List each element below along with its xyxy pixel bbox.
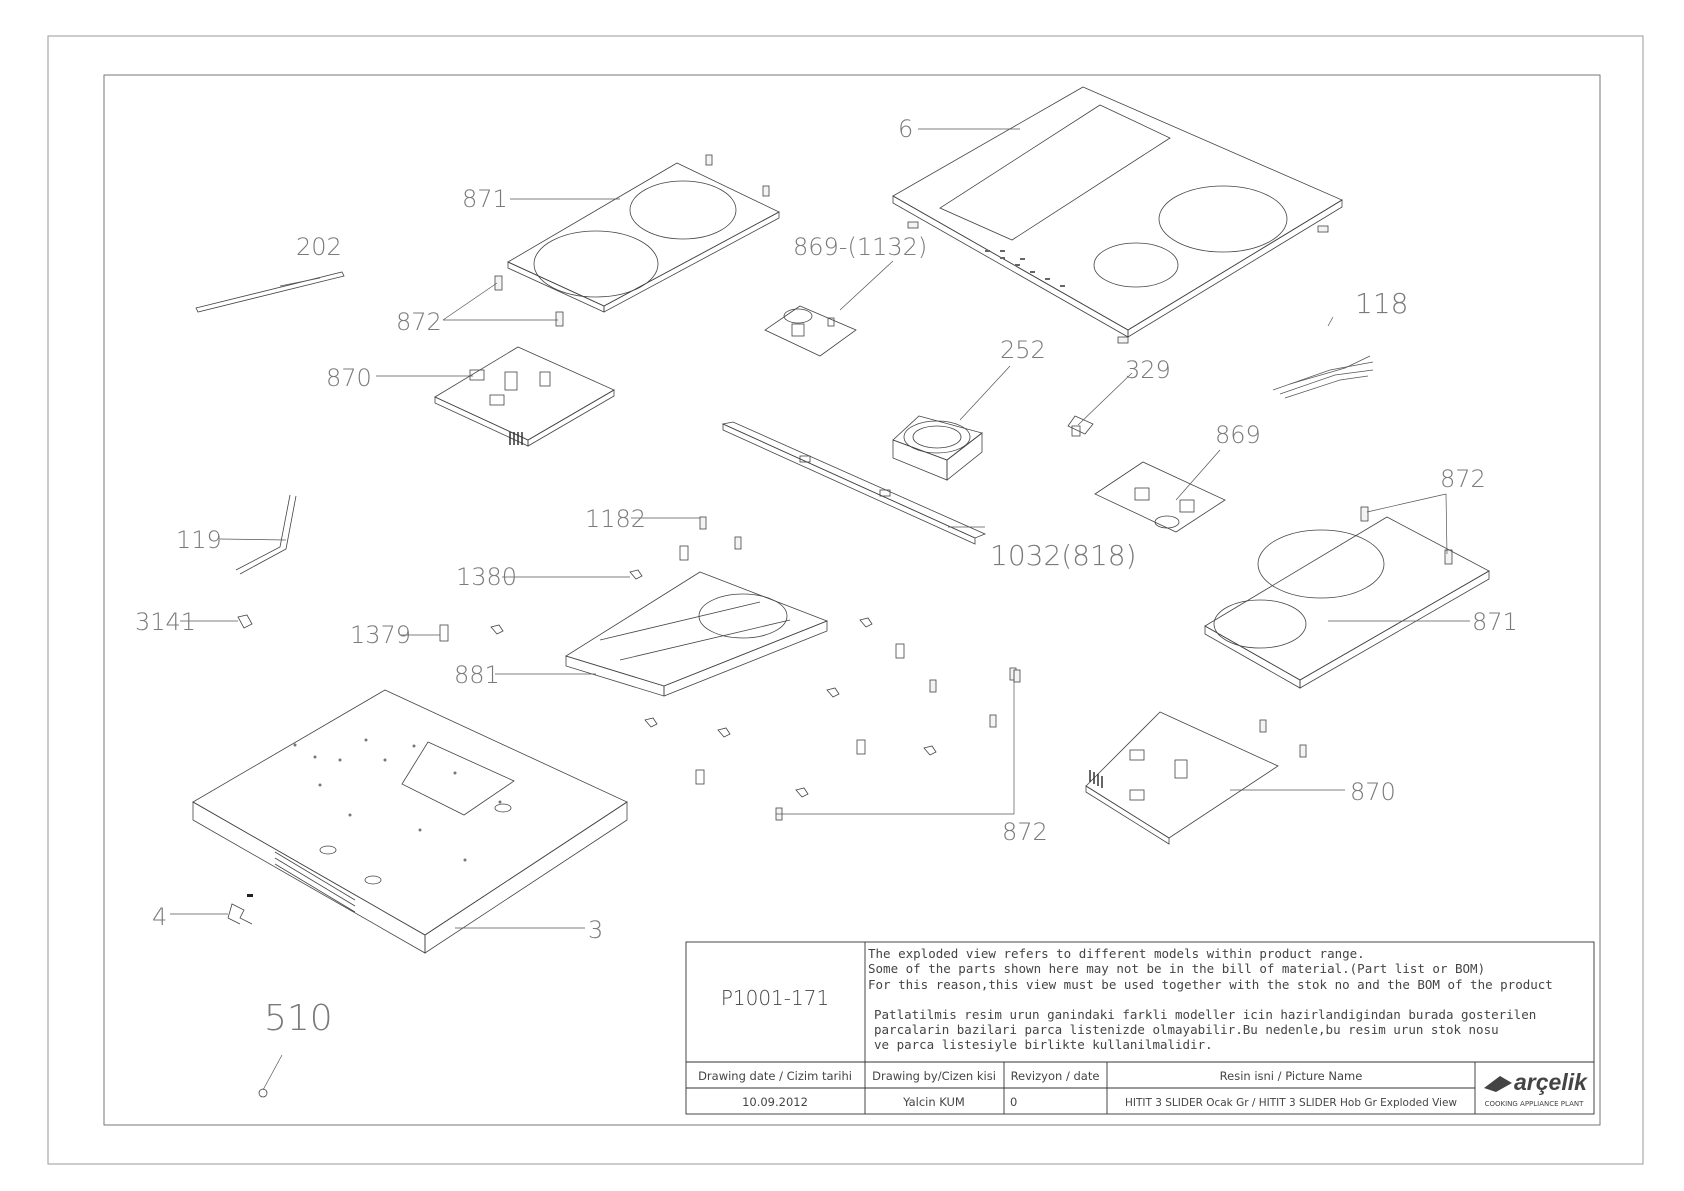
- callout-labels: 6 871 202 869-(1132) 872 118 252 329 870…: [135, 115, 1518, 1039]
- title-block: P1001-171 The exploded view refers to di…: [685, 941, 1595, 1115]
- label-4: 4: [152, 903, 167, 931]
- part-510-foot: [258, 1088, 268, 1098]
- header-drawn-by: Drawing by/Cizen kisi: [872, 1069, 996, 1083]
- label-252: 252: [1000, 336, 1046, 364]
- part-202-strip: [195, 271, 345, 313]
- note-en-2: Some of the parts shown here may not be …: [868, 961, 1485, 976]
- leader-lines: [170, 128, 1470, 1091]
- note-tr-3: ve parca listesiyle birlikte kullanilmal…: [874, 1037, 1213, 1052]
- label-1380: 1380: [456, 563, 517, 591]
- brand-logo-mark: [1484, 1076, 1512, 1092]
- label-3141: 3141: [135, 608, 196, 636]
- value-picture-name: HITIT 3 SLIDER Ocak Gr / HITIT 3 SLIDER …: [1125, 1097, 1457, 1109]
- part-871-upper-hotplate: [507, 154, 780, 313]
- part-4-bracket: [227, 903, 253, 925]
- drawing-number: P1001-171: [721, 986, 829, 1010]
- label-1032-818: 1032(818): [990, 539, 1137, 572]
- part-870-upper-board: [434, 346, 615, 447]
- label-869-1132: 869-(1132): [793, 233, 927, 261]
- label-869: 869: [1215, 421, 1261, 449]
- label-6: 6: [898, 115, 913, 143]
- label-870-lower: 870: [1350, 778, 1396, 806]
- header-drawing-date: Drawing date / Cizim tarihi: [698, 1069, 852, 1083]
- label-119: 119: [176, 526, 222, 554]
- header-picture-name: Resin isni / Picture Name: [1220, 1069, 1363, 1083]
- label-872-lower: 872: [1002, 818, 1048, 846]
- label-1182: 1182: [585, 505, 646, 533]
- value-drawing-date: 10.09.2012: [742, 1095, 808, 1109]
- label-510: 510: [264, 998, 333, 1039]
- label-3: 3: [588, 916, 603, 944]
- part-871-lower-hotplate: [1204, 516, 1490, 689]
- part-119-rod: [235, 494, 297, 575]
- part-4-screw: [247, 894, 253, 897]
- value-drawn-by: Yalcin KUM: [902, 1095, 965, 1109]
- part-252-fan: [892, 415, 983, 481]
- note-tr-1: Patlatilmis resim urun ganindaki farkli …: [874, 1007, 1536, 1022]
- note-en-1: The exploded view refers to different mo…: [868, 946, 1365, 961]
- outer-frame: [47, 35, 1644, 1165]
- label-1379: 1379: [350, 621, 411, 649]
- part-869-1132-board: [764, 305, 857, 357]
- part-1032-818-bracket: [721, 421, 987, 545]
- label-118: 118: [1355, 287, 1408, 320]
- part-6-glass-top: [892, 86, 1343, 344]
- part-869-board: [1094, 461, 1226, 533]
- value-revision: 0: [1010, 1095, 1017, 1109]
- inner-frame: [103, 74, 1601, 1126]
- header-revision: Revizyon / date: [1011, 1069, 1100, 1083]
- part-881-base-frame: [565, 571, 829, 697]
- part-3-housing: [192, 689, 628, 954]
- label-881: 881: [454, 661, 500, 689]
- label-870-upper: 870: [326, 364, 372, 392]
- label-871-upper: 871: [462, 185, 508, 213]
- label-871-lower: 871: [1472, 608, 1518, 636]
- part-329-connector: [1067, 415, 1094, 437]
- note-en-3: For this reason,this view must be used t…: [868, 977, 1553, 992]
- brand-plant: COOKING APPLIANCE PLANT: [1485, 1100, 1585, 1108]
- part-3141-clip: [237, 614, 253, 629]
- brand-name: arçelik: [1514, 1069, 1588, 1095]
- part-872-springs-right: [1360, 506, 1453, 565]
- part-870-lower-board: [1085, 711, 1307, 845]
- part-1182-spring: [699, 516, 707, 530]
- label-329: 329: [1125, 356, 1171, 384]
- part-118-wires: [1272, 355, 1374, 399]
- label-872-upper: 872: [396, 308, 442, 336]
- label-202: 202: [296, 233, 342, 261]
- part-872-springs-upper: [494, 275, 564, 327]
- note-tr-2: parcalarin bazilari parca listenizde olm…: [874, 1022, 1499, 1037]
- part-1380-clips-and-posts: [439, 536, 1021, 821]
- label-872-right: 872: [1440, 465, 1486, 493]
